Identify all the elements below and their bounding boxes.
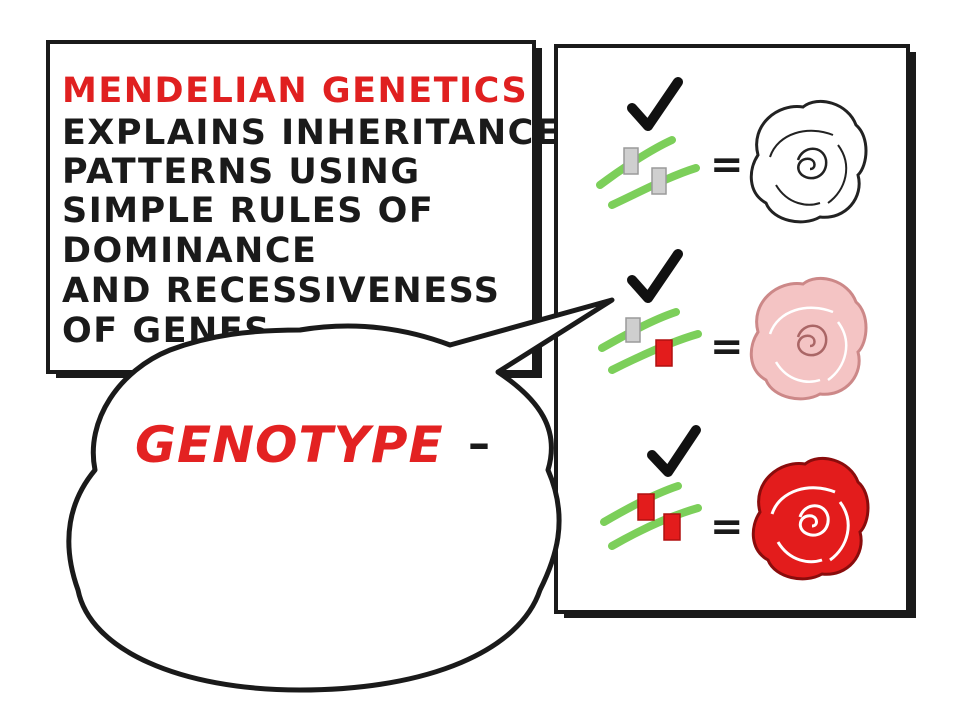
checkmark-icon (627, 249, 683, 303)
recessive-allele (625, 317, 641, 343)
caption-line-2: PATTERNS USING (62, 152, 421, 192)
equals-sign: = (710, 142, 744, 188)
dominant-allele (637, 493, 655, 521)
rose-row-1: = (596, 77, 868, 224)
pink-rose-icon (749, 276, 868, 401)
speech-bubble: GENOTYPE – (66, 297, 615, 693)
checkmark-icon (647, 425, 701, 477)
chromosome-2 (608, 504, 702, 550)
speech-bubble-shape (66, 297, 615, 693)
chromosome-2 (608, 330, 702, 374)
chromosome-pair (596, 136, 700, 209)
white-rose-icon (749, 99, 868, 224)
caption-box (46, 40, 536, 374)
checkmark-icon (627, 77, 683, 131)
dominant-allele (663, 513, 681, 541)
equals-sign: = (710, 324, 744, 370)
genotype-label: GENOTYPE (135, 416, 444, 474)
rose-outline (749, 99, 868, 224)
dominant-allele (655, 339, 673, 367)
rose-petal-lines (768, 306, 848, 383)
rose-petal-lines (770, 486, 850, 564)
equals-sign: = (710, 504, 744, 550)
caption: MENDELIAN GENETICS EXPLAINS INHERITANCE … (62, 71, 560, 351)
rose-spiral (796, 147, 828, 180)
caption-line-5: AND RECESSIVENESS (62, 271, 500, 311)
caption-title: MENDELIAN GENETICS (62, 71, 528, 111)
recessive-allele (623, 147, 639, 175)
red-rose-icon (751, 456, 870, 581)
caption-line-4: DOMINANCE (62, 231, 317, 271)
chromosome-pair (598, 308, 702, 374)
rose-spiral (796, 324, 828, 357)
rose-petal-lines (769, 129, 848, 206)
rose-spiral (798, 504, 830, 537)
rose-row-2: = (598, 249, 868, 401)
recessive-allele (651, 167, 667, 195)
rose-row-3: = (600, 425, 870, 581)
caption-line-3: SIMPLE RULES OF (62, 191, 434, 231)
chromosome-pair (600, 482, 702, 550)
caption-line-1: EXPLAINS INHERITANCE (62, 113, 560, 153)
genotype-dash: – (468, 418, 490, 469)
